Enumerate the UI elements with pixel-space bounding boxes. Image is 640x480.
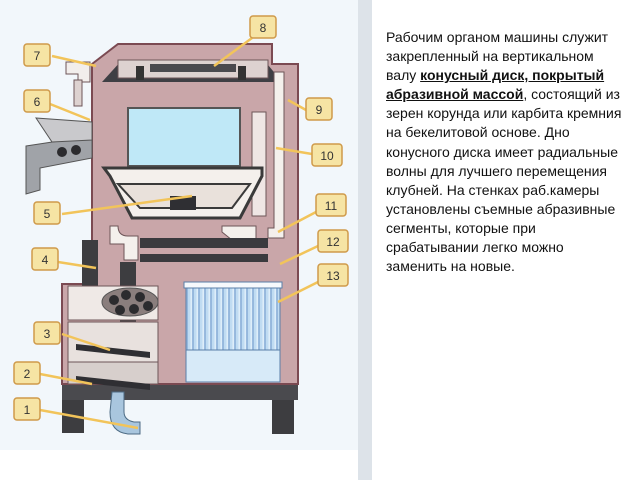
leader-line-11 [277, 210, 317, 234]
motor-fan-hole-4 [143, 301, 153, 311]
motor-fan-hole-5 [129, 304, 139, 314]
callout-labels: 1 2 3 4 5 6 7 8 [13, 15, 349, 421]
description-tail: , состоящий из зерен корунда или карбита… [386, 86, 622, 275]
motor-fan-hole-2 [121, 290, 131, 300]
description-text: Рабочим органом машины служит закрепленн… [386, 28, 626, 276]
disk-hub [170, 196, 196, 210]
callout-number-12: 12 [326, 235, 340, 249]
callout-number-13: 13 [326, 269, 340, 283]
drive-belt [76, 376, 150, 390]
callout-number-10: 10 [320, 149, 334, 163]
description-lead: Рабочим органом машины служит закрепленн… [386, 29, 609, 84]
side-channel [251, 111, 267, 217]
leader-line-10 [275, 146, 313, 156]
divider-strip [358, 0, 372, 480]
outlet-knob-1 [57, 147, 67, 157]
leader-lines [39, 36, 319, 430]
lid-handle [136, 66, 144, 80]
collection-cylinder-bottom [185, 349, 281, 383]
callout-number-3: 3 [44, 327, 51, 341]
leader-line-3 [61, 332, 111, 352]
callout-number-8: 8 [260, 21, 267, 35]
callout-label-12: 12 [317, 229, 349, 253]
separator-plate-upper [140, 238, 268, 248]
separator-plate-lower [140, 254, 268, 262]
potato-peeler-diagram: 1 2 3 4 5 6 7 8 [13, 15, 349, 435]
callout-number-6: 6 [34, 95, 41, 109]
description-highlight: конусный диск, покрытый абразивной массо… [386, 67, 605, 103]
leader-line-8 [213, 36, 253, 68]
leader-line-5 [61, 194, 193, 216]
callout-label-1: 1 [13, 397, 41, 421]
motor-fan-hole-6 [115, 305, 125, 315]
gear-shaft [76, 344, 150, 358]
callout-number-1: 1 [24, 403, 31, 417]
leader-line-13 [277, 280, 319, 304]
callout-label-13: 13 [317, 263, 349, 287]
outlet-door [35, 117, 93, 143]
callout-number-7: 7 [34, 49, 41, 63]
callout-label-2: 2 [13, 361, 41, 385]
callout-number-11: 11 [325, 199, 338, 213]
leader-line-7 [51, 54, 97, 68]
callout-label-6: 6 [23, 89, 51, 113]
leader-line-9 [287, 98, 307, 112]
lid-top-bar [150, 64, 236, 72]
outlet-knob-2 [71, 145, 81, 155]
collection-cylinder-cap [183, 281, 283, 289]
callout-label-5: 5 [33, 201, 61, 225]
lid-handle-right [238, 66, 246, 80]
callout-number-2: 2 [24, 367, 31, 381]
callout-number-4: 4 [42, 253, 49, 267]
leader-line-1 [39, 408, 139, 430]
inspection-window [127, 107, 241, 167]
motor-fan-hole-1 [109, 295, 119, 305]
callout-label-11: 11 [315, 193, 347, 217]
motor-fan-hole-3 [135, 292, 145, 302]
collection-cylinder [185, 285, 281, 353]
callout-label-7: 7 [23, 43, 51, 67]
text-panel [372, 0, 640, 480]
callout-number-5: 5 [44, 207, 51, 221]
leader-line-12 [279, 244, 319, 266]
outlet-tray [25, 135, 93, 195]
machine-base [62, 384, 298, 400]
leader-line-4 [57, 260, 97, 270]
callout-label-4: 4 [31, 247, 59, 271]
callout-label-3: 3 [33, 321, 61, 345]
callout-number-9: 9 [316, 103, 323, 117]
lid-arm [73, 79, 83, 107]
callout-label-10: 10 [311, 143, 343, 167]
machine-leg-left [62, 395, 84, 433]
discharge-tube [109, 225, 139, 261]
machine-leg-right [272, 398, 294, 434]
callout-label-8: 8 [249, 15, 277, 39]
body-upright [82, 240, 98, 286]
leader-line-2 [39, 372, 93, 386]
leader-line-6 [49, 102, 91, 122]
callout-label-9: 9 [305, 97, 333, 121]
